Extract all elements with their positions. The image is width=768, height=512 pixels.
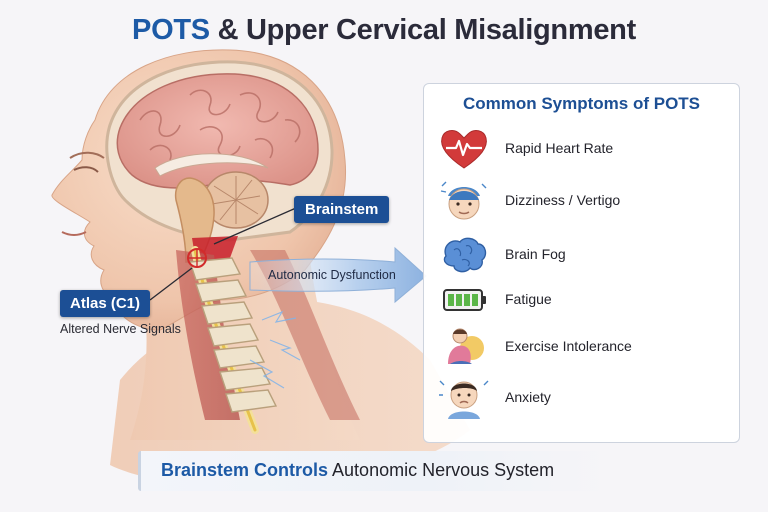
symptom-label: Exercise Intolerance — [505, 338, 632, 354]
symptom-rapid-heart-rate: Rapid Heart Rate — [438, 126, 728, 172]
neck-muscles-posterior — [250, 250, 360, 420]
autonomic-arrow — [249, 246, 427, 304]
title-accent: POTS — [132, 14, 210, 46]
symptom-anxiety: Anxiety — [438, 375, 728, 421]
symptom-brain-fog: Brain Fog — [438, 232, 728, 278]
symptom-fatigue: Fatigue — [438, 277, 728, 323]
banner-rest: Autonomic Nervous System — [328, 460, 555, 480]
cerebellum-folds — [211, 176, 261, 224]
corpus-callosum — [154, 153, 269, 177]
banner-text: Brainstem Controls Autonomic Nervous Sys… — [161, 460, 554, 481]
symptom-label: Rapid Heart Rate — [505, 140, 614, 156]
title-rest: & Upper Cervical Misalignment — [209, 14, 637, 46]
cervical-vertebrae — [189, 257, 278, 413]
brain-gyri — [139, 89, 301, 161]
eye-shape — [73, 166, 99, 173]
brainstem-callout: Brainstem — [294, 196, 390, 223]
atlas-callout: Atlas (C1) — [60, 290, 151, 317]
dizzy-face-icon — [440, 181, 487, 220]
symptom-label: Brain Fog — [505, 246, 566, 262]
symptom-exercise-intolerance: Exercise Intolerance — [438, 324, 728, 370]
lips-shape — [61, 231, 87, 236]
heart-rate-icon — [441, 130, 487, 169]
symptom-label: Fatigue — [505, 291, 552, 307]
brainstem-leader — [213, 207, 297, 245]
brain-icon — [443, 237, 487, 273]
battery-icon — [443, 289, 486, 311]
symptom-dizziness: Dizziness / Vertigo — [438, 178, 728, 224]
autonomic-dysfunction-label: Autonomic Dysfunction — [268, 268, 396, 282]
cerebrum — [116, 73, 319, 189]
page-title: POTS & Upper Cervical Misalignment — [0, 14, 768, 47]
altered-signals-label: Altered Nerve Signals — [60, 322, 181, 336]
exhausted-person-icon — [448, 328, 484, 364]
brow-shape — [69, 151, 105, 159]
symptom-label: Dizziness / Vertigo — [505, 192, 621, 208]
banner-strong: Brainstem Controls — [161, 460, 329, 480]
atlas-leader — [149, 267, 193, 301]
symptoms-panel: Common Symptoms of POTS Rapid Heart Rate… — [423, 83, 740, 443]
bottom-banner: Brainstem Controls Autonomic Nervous Sys… — [138, 451, 612, 491]
nerve-sparks — [249, 310, 301, 389]
anxious-face-icon — [439, 380, 489, 419]
symptom-label: Anxiety — [505, 389, 551, 405]
symptoms-panel-title: Common Symptoms of POTS — [462, 94, 701, 113]
